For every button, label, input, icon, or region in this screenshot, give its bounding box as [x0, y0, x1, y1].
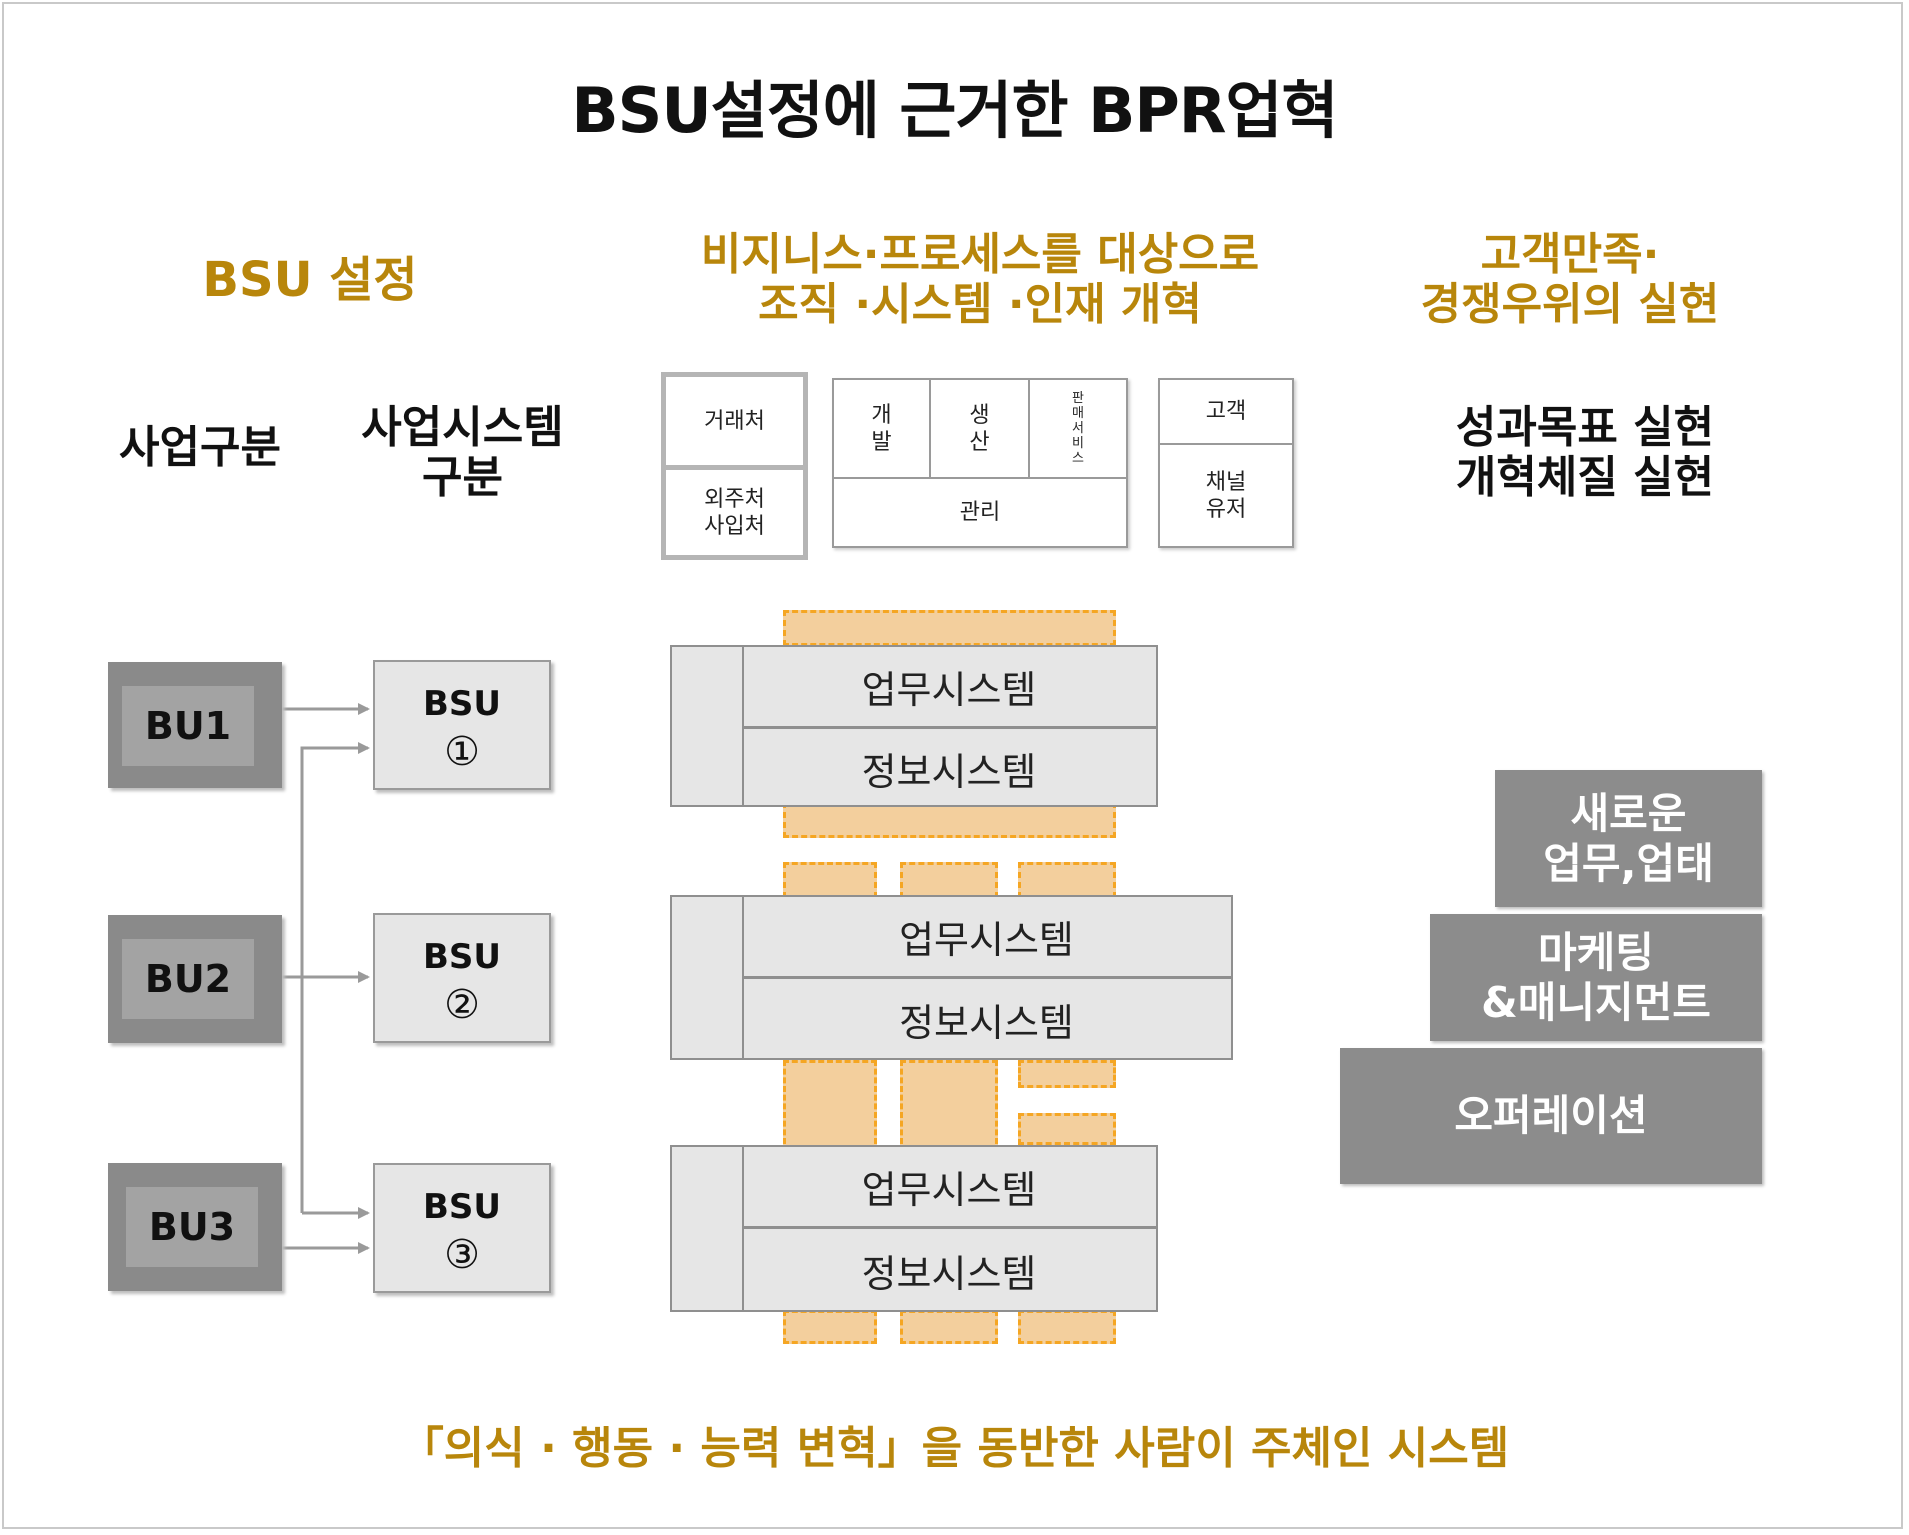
- customer-heading-line1: 고객만족·: [1480, 229, 1660, 280]
- bsu-setting-heading: BSU 설정: [202, 252, 418, 308]
- goal-line2: 개혁체질 실현: [1455, 452, 1715, 503]
- orange-block-b3: [1018, 1060, 1116, 1088]
- bu1-label: BU1: [122, 686, 254, 766]
- new-business-line1: 새로운: [1570, 788, 1687, 838]
- orange-block-a3: [1018, 862, 1116, 898]
- system-block-3: 업무시스템 정보시스템: [670, 1145, 1158, 1312]
- bsu1-box: BSU ①: [373, 660, 551, 790]
- bpr-heading-line1: 비지니스·프로세스를 대상으로: [700, 229, 1260, 280]
- bsu3-number: ③: [444, 1232, 480, 1278]
- bpr-heading-line2: 조직 ·시스템 ·인재 개혁: [758, 279, 1202, 330]
- outsource-box: 외주처 사입처: [661, 465, 808, 560]
- customer-group: [1158, 378, 1294, 548]
- outsource-label-2: 사입처: [704, 513, 765, 539]
- bu3-box: BU3: [108, 1163, 282, 1291]
- sales-char-1: 판: [1072, 391, 1084, 406]
- business-system-line2: 구분: [422, 452, 503, 503]
- orange-block-c2: [900, 1310, 998, 1344]
- bsu3-label: BSU: [422, 1187, 501, 1227]
- sales-char-5: 스: [1072, 451, 1084, 466]
- bu1-box: BU1: [108, 662, 282, 788]
- management-label: 관리: [959, 500, 1001, 525]
- marketing-line1: 마케팅: [1538, 927, 1654, 977]
- bsu2-label: BSU: [422, 937, 501, 977]
- outsource-label-1: 외주처: [704, 486, 765, 512]
- sales-char-3: 서: [1072, 421, 1084, 436]
- function-group: [832, 378, 1128, 548]
- customer-label: 고객: [1205, 399, 1247, 424]
- dev-char-1: 개: [871, 402, 892, 428]
- customer-heading-line2: 경쟁우위의 실현: [1420, 279, 1720, 330]
- arrow-branch-to-bsu1: [300, 742, 370, 1213]
- goals-label: 성과목표 실현 개혁체질 실현: [1420, 403, 1750, 503]
- customer-satisfaction-heading: 고객만족· 경쟁우위의 실현: [1380, 230, 1760, 330]
- business-system-row-1: 업무시스템: [742, 647, 1156, 729]
- system-block-2: 업무시스템 정보시스템: [670, 895, 1233, 1060]
- operation-label: 오퍼레이션: [1454, 1091, 1648, 1140]
- orange-block-c3: [1018, 1310, 1116, 1344]
- goal-line1: 성과목표 실현: [1455, 402, 1715, 453]
- business-system-line1: 사업시스템: [361, 402, 564, 453]
- prod-char-1: 생: [969, 402, 990, 428]
- management-box: 관리: [834, 479, 1126, 546]
- information-system-row-1: 정보시스템: [861, 749, 1037, 794]
- footer-caption: 「의식 · 행동 · 능력 변혁」을 동반한 사람이 주체인 시스템: [399, 1423, 1510, 1474]
- new-business-line2: 업무,업태: [1543, 838, 1714, 888]
- business-division-label: 사업구분: [119, 422, 281, 473]
- dev-char-2: 발: [871, 429, 892, 455]
- bu2-box: BU2: [108, 915, 282, 1043]
- supplier-box: 거래처: [661, 372, 808, 470]
- channel-label: 채널: [1205, 469, 1247, 495]
- business-system-row-3: 업무시스템: [742, 1147, 1156, 1229]
- bsu2-number: ②: [444, 982, 480, 1028]
- bsu1-number: ①: [444, 729, 480, 775]
- bsu2-box: BSU ②: [373, 913, 551, 1043]
- user-label: 유저: [1205, 496, 1247, 522]
- bsu1-label: BSU: [422, 684, 501, 724]
- bsu3-box: BSU ③: [373, 1163, 551, 1293]
- supplier-label: 거래처: [704, 408, 765, 434]
- bpr-heading: 비지니스·프로세스를 대상으로 조직 ·시스템 ·인재 개혁: [660, 230, 1300, 330]
- orange-block-b4: [1018, 1113, 1116, 1145]
- sales-char-4: 비: [1072, 436, 1084, 451]
- prod-char-2: 산: [969, 429, 990, 455]
- bu3-label: BU3: [126, 1187, 258, 1267]
- marketing-line2: &매니지먼트: [1481, 977, 1711, 1027]
- orange-band-top-1: [783, 610, 1116, 646]
- system-block-1: 업무시스템 정보시스템: [670, 645, 1158, 807]
- marketing-management-step: 마케팅&매니지먼트: [1430, 914, 1762, 1041]
- information-system-row-3: 정보시스템: [861, 1252, 1037, 1296]
- business-system-division-label: 사업시스템 구분: [340, 403, 585, 503]
- information-system-row-2: 정보시스템: [899, 1001, 1074, 1045]
- sales-char-2: 매: [1072, 406, 1084, 421]
- sales-service-box: 판 매 서 비 스: [1030, 380, 1126, 479]
- business-system-row-2: 업무시스템: [742, 897, 1231, 979]
- customer-box: 고객: [1160, 380, 1292, 445]
- bu2-label: BU2: [122, 939, 254, 1019]
- orange-block-c1: [783, 1310, 877, 1344]
- operation-step: 오퍼레이션: [1340, 1048, 1762, 1184]
- diagram-title: BSU설정에 근거한 BPR업혁: [571, 74, 1338, 147]
